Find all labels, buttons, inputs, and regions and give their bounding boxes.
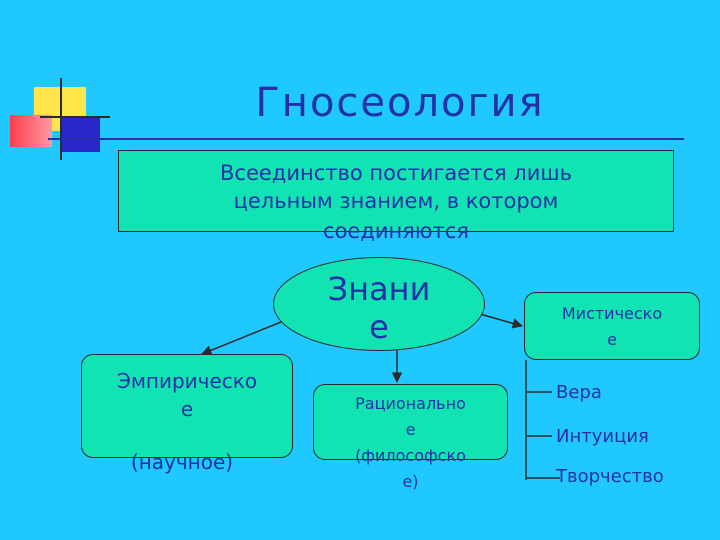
mystical-item-intuition: Интуиция bbox=[556, 426, 649, 447]
arrow-to-empirical bbox=[201, 319, 287, 356]
knowledge-line-1: Знани bbox=[327, 270, 431, 308]
empirical-line-1: Эмпирическо bbox=[116, 369, 258, 393]
arrow-to-mystical bbox=[479, 313, 524, 329]
statement-box: Всеединство постигается лишь цельным зна… bbox=[118, 150, 674, 243]
rational-line-4: е) bbox=[402, 472, 419, 491]
rational-line-2: е bbox=[405, 420, 416, 439]
empirical-subtitle: (научное) bbox=[130, 450, 234, 474]
rational-line-3: (философско bbox=[355, 446, 466, 465]
knowledge-ellipse: Знани е bbox=[273, 257, 485, 351]
decor-vertical-line bbox=[60, 78, 62, 160]
mystical-item-creativity: Творчество bbox=[556, 466, 664, 487]
decor-horizontal-line bbox=[40, 116, 110, 118]
mystical-item-vera: Вера bbox=[556, 382, 602, 403]
page-title: Гносеология bbox=[255, 80, 545, 126]
rational-line-1: Рационально bbox=[355, 394, 466, 413]
statement-line-2: цельным знанием, в котором bbox=[233, 189, 559, 213]
rational-box: Рационально е (философско е) bbox=[313, 384, 508, 491]
knowledge-line-2: е bbox=[369, 308, 389, 346]
decor-blue-square bbox=[62, 118, 100, 152]
mystical-box: Мистическо е bbox=[524, 292, 700, 360]
mystical-line-1: Мистическо bbox=[561, 304, 663, 323]
statement-line-3: соединяются bbox=[323, 219, 469, 243]
empirical-line-2: е bbox=[180, 397, 194, 421]
decor-red-square bbox=[10, 115, 52, 147]
statement-line-1: Всеединство постигается лишь bbox=[220, 161, 572, 185]
title-underline bbox=[48, 138, 684, 140]
empirical-box: Эмпирическо е bbox=[81, 354, 293, 458]
mystical-line-2: е bbox=[607, 330, 617, 349]
